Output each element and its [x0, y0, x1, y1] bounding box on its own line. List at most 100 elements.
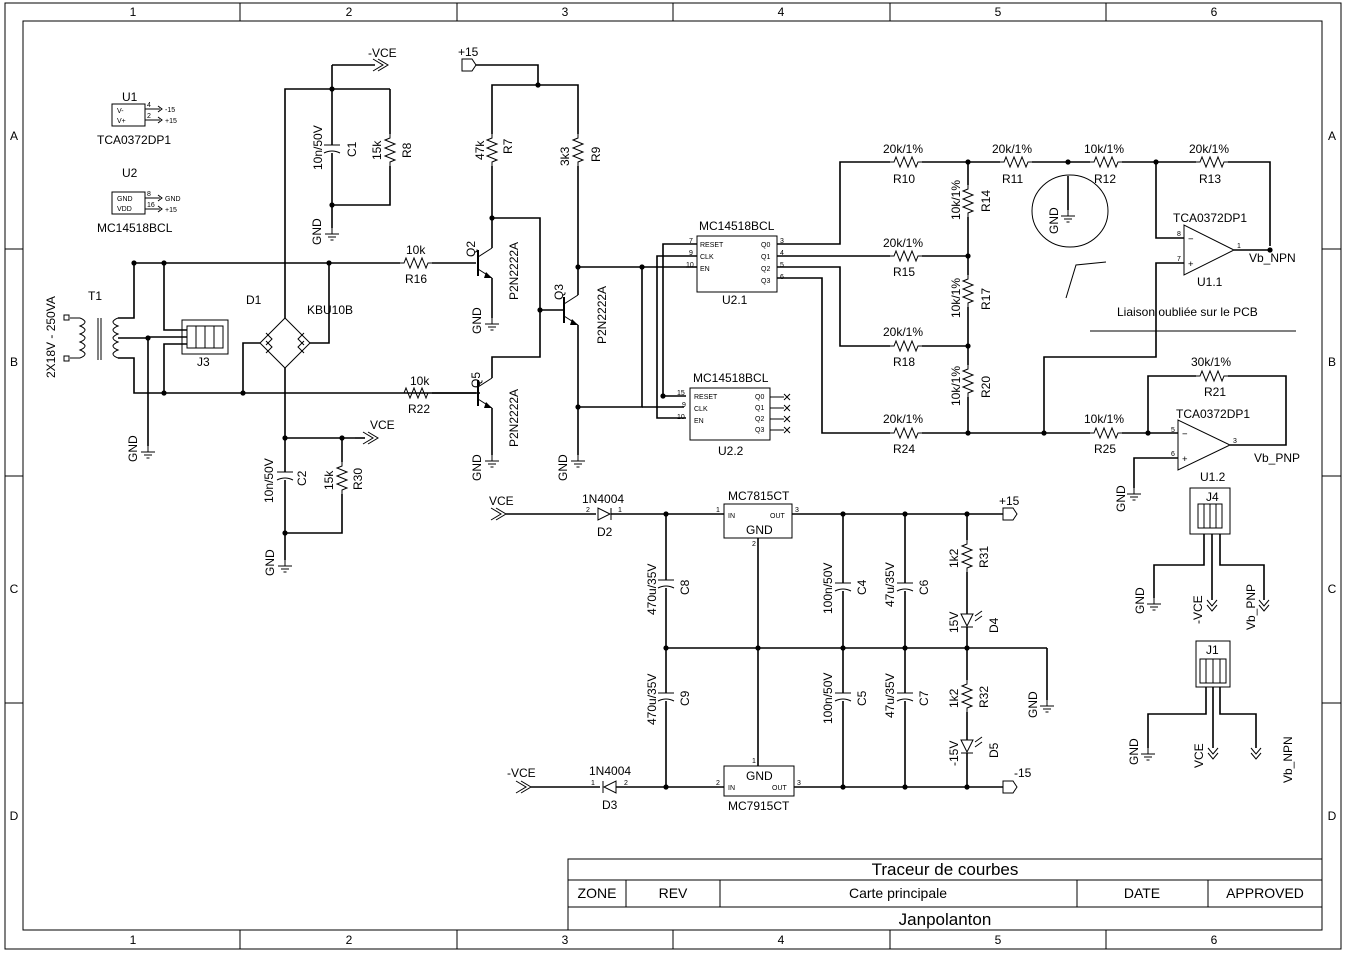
- c4-value: 100n/50V: [821, 563, 835, 614]
- q2-value: P2N2222A: [507, 242, 521, 300]
- r32-ref: R32: [977, 686, 991, 708]
- gnd-label: GND: [470, 454, 484, 481]
- opamp-u11: − + 8 7 1 TCA0372DP1 U1.1 Vb_NPN: [1155, 162, 1296, 289]
- r15-value: 20k/1%: [883, 236, 923, 250]
- col-label-bottom: 5: [995, 933, 1002, 947]
- u21-ref: U2.1: [722, 293, 748, 307]
- r7-ref: R7: [501, 138, 515, 154]
- net-label-m15: -15: [1014, 766, 1032, 780]
- pin-number: 9: [682, 402, 686, 409]
- r22-ref: R22: [408, 402, 430, 416]
- pin-number: 5: [780, 262, 784, 269]
- row-label-left: C: [10, 582, 19, 596]
- pin-label: Q2: [755, 416, 764, 423]
- r9-value: 3k3: [558, 146, 572, 166]
- q5-value: P2N2222A: [507, 389, 521, 447]
- r18-value: 20k/1%: [883, 325, 923, 339]
- r10-ref: R10: [893, 172, 915, 186]
- r32-value: 1k2: [947, 688, 961, 708]
- forgotten-link-note: Liaison oubliée sur le PCB: [1117, 305, 1258, 319]
- c6-ref: C6: [917, 579, 931, 595]
- col-label-top: 5: [995, 5, 1002, 19]
- r14-value: 10k/1%: [949, 180, 963, 220]
- pin-number: 7: [689, 238, 693, 245]
- pin-label: GND: [746, 523, 773, 537]
- pin-number: 16: [147, 202, 155, 209]
- r21-value: 30k/1%: [1191, 355, 1231, 369]
- c5-ref: C5: [855, 690, 869, 706]
- bridge-rectifier-d1: D1 KBU10B: [246, 293, 353, 369]
- r17-value: 10k/1%: [949, 278, 963, 318]
- d1-ref: D1: [246, 293, 262, 307]
- r7-value: 47k: [473, 140, 487, 160]
- pin-label: RESET: [700, 242, 724, 249]
- led-d4: [960, 610, 983, 628]
- pin-number: 1: [716, 507, 720, 514]
- net-label-vb-npn: Vb_NPN: [1281, 736, 1295, 783]
- rev-header: REV: [659, 885, 688, 901]
- pin-number: 1: [618, 507, 622, 514]
- pin-label: OUT: [770, 513, 786, 520]
- transformer-t1: T1 2X18V - 250VA: [44, 289, 120, 378]
- r25-ref: R25: [1094, 442, 1116, 456]
- r14-ref: R14: [979, 190, 993, 212]
- net-label-vb-pnp: Vb_PNP: [1254, 451, 1300, 465]
- regulator-7915: GND IN OUT MC7915CT 2 3 1: [716, 758, 801, 813]
- r10-value: 20k/1%: [883, 142, 923, 156]
- pin-number: 3: [1233, 438, 1237, 445]
- pin-number: 3: [795, 507, 799, 514]
- gnd-label: GND: [1127, 738, 1141, 765]
- u22-value: MC14518BCL: [693, 371, 769, 385]
- gnd-label: GND: [263, 549, 277, 576]
- d5-value: -15V: [947, 741, 961, 766]
- u1-ref: U1: [122, 90, 138, 104]
- opamp-u12: − + 5 6 3 30k/1% R21 GND TCA0372DP1 U1.2…: [1114, 355, 1300, 512]
- r13-ref: R13: [1199, 172, 1221, 186]
- pin-number: 9: [689, 250, 693, 257]
- pin-label: CLK: [700, 254, 714, 261]
- pin-number: 2: [752, 541, 756, 548]
- u1-part: TCA0372DP1: [97, 133, 171, 147]
- approved-header: APPROVED: [1226, 885, 1304, 901]
- power-pin-legend: U1 V- V+ 4 2 -15 +15 TCA0372DP1 U2 GND V…: [97, 90, 181, 235]
- u21-value: MC14518BCL: [699, 219, 775, 233]
- pin-number: 2: [586, 507, 590, 514]
- col-label-bottom: 3: [562, 933, 569, 947]
- r13-value: 20k/1%: [1189, 142, 1229, 156]
- gnd-label: GND: [556, 454, 570, 481]
- col-label-bottom: 6: [1211, 933, 1218, 947]
- r11-value: 20k/1%: [992, 142, 1032, 156]
- pin-number: 2: [624, 780, 628, 787]
- u2-pin-label: VDD: [117, 206, 132, 213]
- d5-ref: D5: [987, 742, 1001, 758]
- pin-number: 4: [147, 102, 151, 109]
- net-label: +15: [165, 118, 177, 125]
- pin-label: Q1: [755, 405, 764, 412]
- net-label-mvce: -VCE: [1191, 595, 1205, 624]
- connector-j4: J4 GND -VCE Vb_PNP: [1133, 487, 1270, 630]
- c8-ref: C8: [678, 579, 692, 595]
- u7915-value: MC7915CT: [728, 799, 790, 813]
- pin-number: 6: [1171, 451, 1175, 458]
- r15-ref: R15: [893, 265, 915, 279]
- u12-ref: U1.2: [1200, 470, 1226, 484]
- c9-value: 470u/35V: [645, 674, 659, 725]
- c1-ref: C1: [345, 141, 359, 157]
- pin-label: CLK: [694, 406, 708, 413]
- r30-value: 15k: [322, 470, 336, 490]
- q3-ref: Q3: [552, 284, 566, 300]
- zone-header: ZONE: [578, 885, 617, 901]
- r12-value: 10k/1%: [1084, 142, 1124, 156]
- pin-number: 8: [1177, 231, 1181, 238]
- row-label-right: B: [1328, 355, 1336, 369]
- d1-value: KBU10B: [307, 303, 353, 317]
- pin-label: Q1: [761, 254, 770, 261]
- svg-text:−: −: [1188, 234, 1194, 245]
- t1-value: 2X18V - 250VA: [44, 296, 58, 378]
- drawing-description: Carte principale: [849, 885, 947, 901]
- row-label-right: A: [1328, 129, 1336, 143]
- svg-text:+: +: [1182, 454, 1188, 465]
- transformer-section: T1 2X18V - 250VA GND J3 D1: [44, 88, 480, 462]
- t1-ref: T1: [88, 289, 102, 303]
